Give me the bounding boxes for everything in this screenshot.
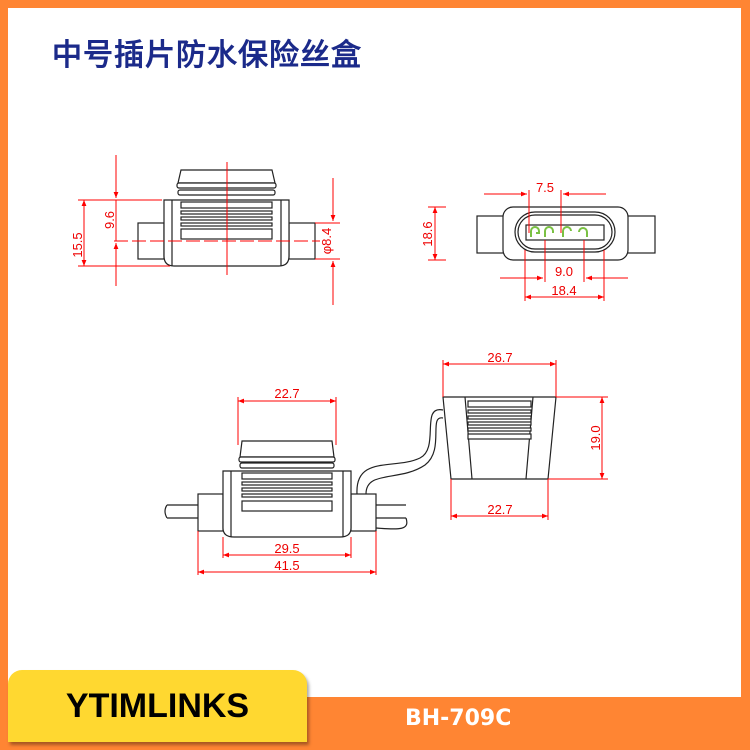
dim-cover-top-width: 26.7: [487, 350, 512, 365]
brand-name: YTIMLINKS: [65, 686, 250, 725]
front-view: 22.7 29.5 41.5: [164, 386, 444, 575]
dim-outer-span: 18.4: [551, 283, 576, 298]
drawing-area: [8, 8, 741, 697]
model-number: BH-709C: [405, 706, 512, 731]
dim-overall-length: 41.5: [274, 558, 299, 573]
dim-pin-pitch: 7.5: [536, 180, 554, 195]
dim-overall-height: 15.5: [70, 232, 85, 257]
page-title: 中号插片防水保险丝盒: [52, 38, 362, 73]
dim-inner-span: 9.0: [555, 264, 573, 279]
dim-cover-height: 19.0: [588, 425, 603, 450]
dim-end-height: 18.6: [420, 221, 435, 246]
dim-tube-diameter: φ8.4: [319, 228, 334, 255]
brand-tab: YTIMLINKS: [8, 670, 307, 742]
side-view: 15.5 9.6 φ8.4: [70, 155, 340, 305]
end-view: 7.5 9.0 18.4 18.6: [420, 180, 656, 301]
dim-body-width: 29.5: [274, 541, 299, 556]
dim-cover-bottom-width: 22.7: [487, 502, 512, 517]
dim-cap-width: 22.7: [274, 386, 299, 401]
dim-center-height: 9.6: [102, 211, 117, 229]
cover-view: 26.7 19.0 22.7: [442, 350, 608, 520]
